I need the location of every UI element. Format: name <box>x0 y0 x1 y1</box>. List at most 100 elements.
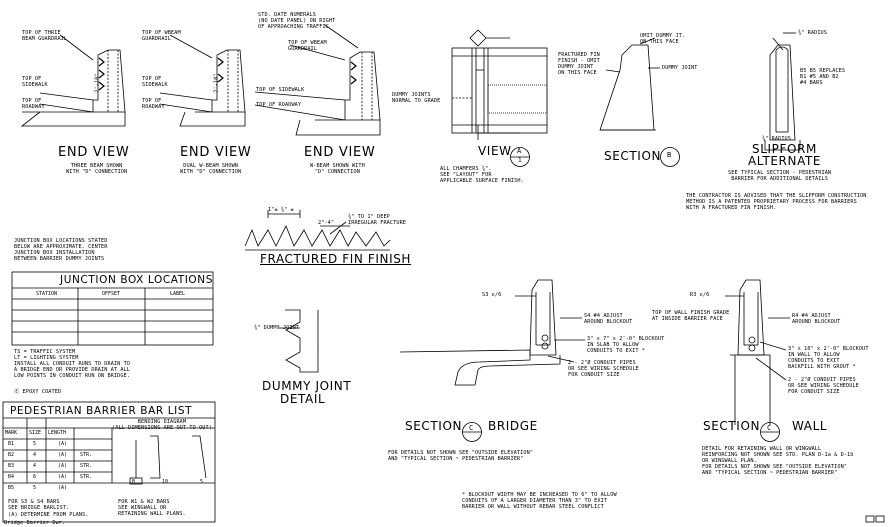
junction-notes: TS = TRAFFIC SYSTEM LT = LIGHTING SYSTEM… <box>14 349 131 379</box>
dummy-joint-title-1: DUMMY JOINT <box>262 379 352 393</box>
bar-size: 6 <box>33 474 37 480</box>
ev1-title: END VIEW <box>58 145 130 160</box>
slipform-drawing <box>764 32 801 151</box>
wall-title-1: SECTION <box>703 419 761 433</box>
section-c-bridge-drawing <box>399 279 585 442</box>
slipform-radius-top: ¾" RADIUS <box>798 30 828 36</box>
ev1-top-sidewalk: TOP OF SIDEWALK <box>22 76 48 88</box>
bar-size: 4 <box>33 452 37 458</box>
wall-blockout: 3" x 10" x 2'-0" BLOCKOUT IN WALL TO ALL… <box>788 346 869 370</box>
bar-list-title: PEDESTRIAN BARRIER BAR LIST <box>10 405 193 417</box>
slipform-radius-bot: ¾" RADIUS <box>762 136 792 142</box>
ev3-title: END VIEW <box>304 145 376 160</box>
bar-footer-1: FOR S3 & S4 BARS SEE BRIDGE BARLIST. <box>8 499 70 511</box>
wall-details: DETAIL FOR RETAINING WALL OR WINGWALL RE… <box>702 446 854 476</box>
fin-depth: ¾" TO 1" DEEP IRREGULAR FRACTURE <box>348 214 407 226</box>
junction-note: JUNCTION BOX LOCATIONS STATED BELOW ARE … <box>14 238 108 262</box>
bridge-s3: S3 ε/6 <box>482 292 502 298</box>
section-b-bubble: B <box>667 151 672 159</box>
bar-length: (A) <box>58 452 68 458</box>
bridge-conduit: 2 - 2"Ø CONDUIT PIPES OR SEE WIRING SCHE… <box>568 360 639 378</box>
bar-length: (A) <box>58 474 68 480</box>
bridge-title-1: SECTION <box>405 419 463 433</box>
junction-epoxy: Ⓔ EPOXY COATED <box>14 389 62 395</box>
wall-r3: R3 ε/6 <box>690 292 710 298</box>
section-b-title: SECTION <box>604 149 662 163</box>
wall-top: TOP OF WALL FINISH GRADE AT INSIDE BARRI… <box>652 310 730 322</box>
end-view-2-profile <box>159 34 246 127</box>
bar-size: 5 <box>33 485 37 491</box>
slipform-bars: B5 B5 REPLACES B1 #5 AND B2 #4 BARS <box>800 68 846 86</box>
ev2-top-guardrail: TOP OF WBEAM GUARDRAIL <box>142 30 181 42</box>
ev2-dim: 2'-10" <box>213 73 220 93</box>
bar-header-size: SIZE <box>29 430 42 436</box>
dummy-joint-drawing <box>278 309 319 373</box>
junction-header-offset: OFFSET <box>102 291 121 297</box>
wall-conduit: 2 - 2"Ø CONDUIT PIPES OR SEE WIRING SCHE… <box>788 377 859 395</box>
bridge-blockout: 3" x 7" x 2'-0" BLOCKOUT IN SLAB TO ALLO… <box>587 336 665 354</box>
bar-mark: B1 <box>8 441 15 447</box>
dummy-joint-label: ¾" DUMMY JOINT <box>254 325 300 331</box>
section-b-drawing <box>599 37 680 167</box>
section-b-dummy: DUMMY JOINT <box>662 65 698 71</box>
bar-list-bending: BENDING DIAGRAM (ALL DIMENSIONS ARE OUT … <box>112 419 212 431</box>
section-b-fractured: FRACTURED FIN FINISH - OMIT DUMMY JOINT … <box>558 52 600 76</box>
bridge-s4: S4 #4 ADJUST AROUND BLOCKOUT <box>584 313 633 325</box>
view-a-title: VIEW <box>478 144 512 158</box>
section-c-wall-drawing <box>725 279 790 442</box>
ev1-dim: 2'-10" <box>94 73 101 93</box>
view-a-drawing <box>451 29 548 167</box>
ev1-caption: THREE BEAM SHOWN WITH "D" CONNECTION <box>66 163 128 175</box>
junction-header-station: STATION <box>36 291 58 297</box>
bar-header-mark: MARK <box>5 430 18 436</box>
wall-title-2: WALL <box>792 419 828 433</box>
ev2-caption: DUAL W-BEAM SHOWN WITH "D" CONNECTION <box>180 163 242 175</box>
slipform-title-1: SLIPFORM <box>752 142 817 156</box>
ev2-top-roadway: TOP OF ROADWAY <box>142 98 165 110</box>
bar-size: 5 <box>33 441 37 447</box>
view-a-dummy-joints: DUMMY JOINTS NORMAL TO GRADE <box>392 92 441 104</box>
bar-mark: B2 <box>8 452 15 458</box>
view-a-note: ALL CHAMFERS ¾". SEE "LAYOUT" FOR APPLIC… <box>440 166 524 184</box>
end-view-1-profile <box>20 34 126 127</box>
ev2-top-sidewalk: TOP OF SIDEWALK <box>142 76 168 88</box>
junction-table-lines <box>11 271 214 346</box>
ev3-top-guardrail: TOP OF WBEAM GUARDRAIL <box>288 40 327 52</box>
ev1-top-guardrail: TOP OF THRIE BEAM GUARDRAIL <box>22 30 68 42</box>
slipform-title-2: ALTERNATE <box>748 154 822 168</box>
bar-length: (A) <box>58 463 68 469</box>
bridge-title-2: BRIDGE <box>488 419 538 433</box>
bridge-bubble: C <box>469 424 474 432</box>
slipform-see: SEE TYPICAL SECTION - PEDESTRIAN BARRIER… <box>728 170 832 182</box>
ev3-top-sidewalk: TOP OF SIDEWALK <box>256 87 305 93</box>
fin-dim1: 1"± ¾" ± <box>268 207 294 213</box>
bar-length: (A) <box>58 441 68 447</box>
bar-cut-label: Bridge Barrier Dwr. <box>4 520 66 526</box>
bar-footer-3: FOR W1 & W2 BARS SEE WINGWALL OR RETAINI… <box>118 499 186 517</box>
bar-length: (A) <box>58 485 68 491</box>
bar-type: STR. <box>80 463 93 469</box>
slipform-contractor: THE CONTRACTOR IS ADVISED THAT THE SLIPF… <box>686 193 867 211</box>
end-view-3-profile <box>254 24 381 136</box>
ev3-caption: W-BEAM SHOWN WITH "D" CONNECTION <box>310 163 365 175</box>
ev3-top-roadway: TOP OF ROADWAY <box>256 102 302 108</box>
bar-size: 4 <box>33 463 37 469</box>
ev1-top-roadway: TOP OF ROADWAY <box>22 98 45 110</box>
dummy-joint-title-2: DETAIL <box>280 392 326 406</box>
fractured-fin-drawing <box>244 210 391 251</box>
bar-mark: B5 <box>8 485 15 491</box>
junction-title: JUNCTION BOX LOCATIONS <box>60 274 214 286</box>
bar-header-length: LENGTH <box>48 430 67 436</box>
junction-header-label: LABEL <box>170 291 186 297</box>
section-b-omit: OMIT DUMMY JT. ON THIS FACE <box>640 33 686 45</box>
bar-dim-b: B <box>132 479 136 485</box>
fin-title: FRACTURED FIN FINISH <box>260 252 412 266</box>
bar-mark: B3 <box>8 463 15 469</box>
bridge-details: FOR DETAILS NOT SHOWN SEE "OUTSIDE ELEVA… <box>388 450 534 462</box>
bar-footer-2: (A) DETERMINE FROM PLANS. <box>8 512 89 518</box>
wall-bubble: C <box>767 424 772 432</box>
bar-dim-10: 10 <box>162 479 169 485</box>
blockout-footnote: * BLOCKOUT WIDTH MAY BE INCREASED TO 6" … <box>462 492 617 510</box>
